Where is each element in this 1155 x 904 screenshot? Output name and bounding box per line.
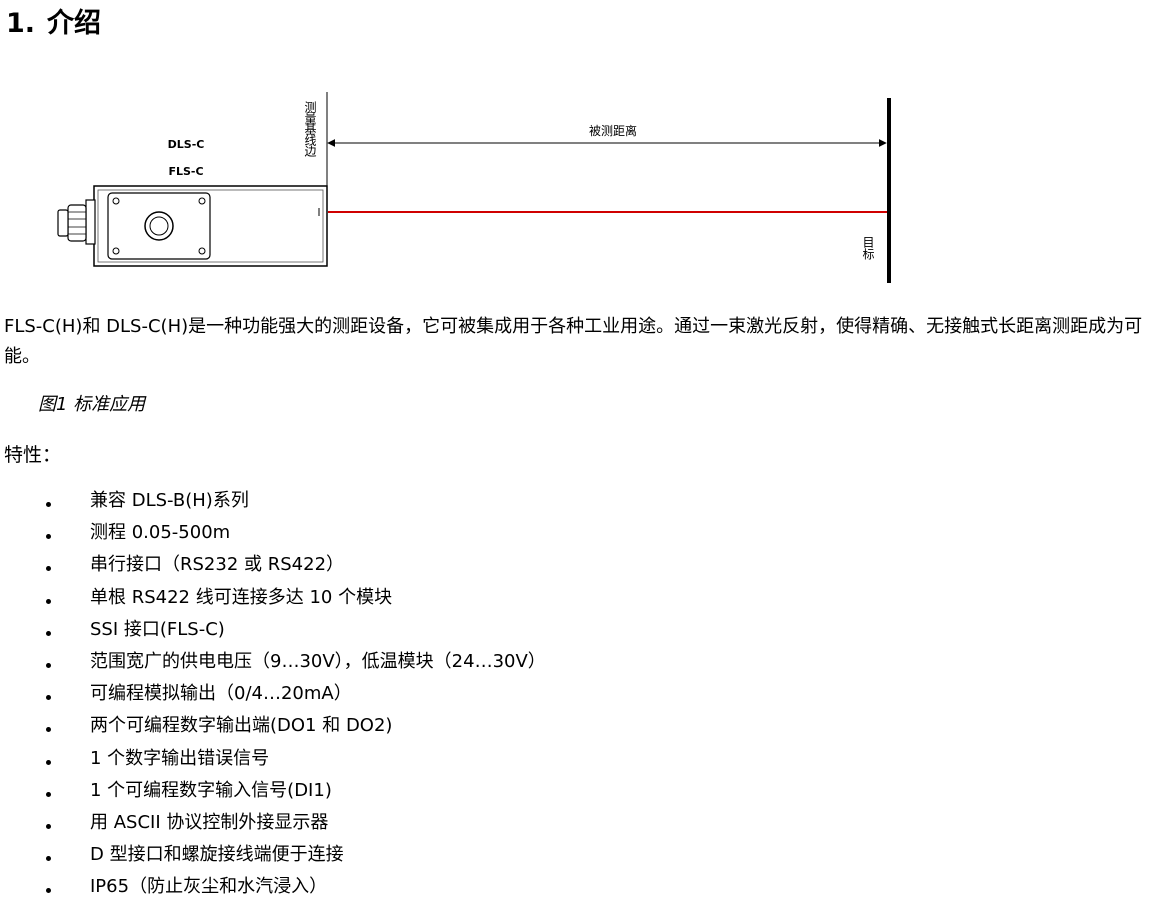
feature-text: D 型接口和螺旋接线端便于连接 — [90, 844, 344, 866]
cable-end — [57, 209, 69, 237]
intro-paragraph: FLS-C(H)和 DLS-C(H)是一种功能强大的测距设备，它可被集成用于各种… — [4, 316, 1143, 367]
feature-text: 用 ASCII 协议控制外接显示器 — [90, 811, 329, 833]
feature-text: 单根 RS422 线可连接多达 10 个模块 — [90, 586, 393, 608]
section-title: 1. 介绍 — [6, 6, 101, 42]
bullet-icon — [46, 759, 51, 765]
list-item: 串行接口（RS232 或 RS422） — [0, 550, 546, 582]
feature-list: 兼容 DLS-B(H)系列 测程 0.05-500m 串行接口（RS232 或 … — [0, 486, 546, 904]
feature-text: 兼容 DLS-B(H)系列 — [90, 490, 249, 511]
list-item: 1 个可编程数字输入信号(DI1) — [0, 776, 546, 808]
feature-text: 1 个可编程数字输入信号(DI1) — [90, 779, 332, 801]
bullet-icon — [46, 534, 51, 540]
connector-flange — [85, 199, 96, 245]
feature-text: 两个可编程数字输出端(DO1 和 DO2) — [90, 715, 393, 737]
list-item: D 型接口和螺旋接线端便于连接 — [0, 840, 546, 872]
cover-screw — [112, 247, 120, 255]
model-label-dls: DLS-C — [168, 138, 205, 151]
distance-label: 被测距离 — [589, 123, 637, 138]
cover-screw — [198, 197, 206, 205]
list-item: 单根 RS422 线可连接多达 10 个模块 — [0, 583, 546, 615]
features-heading: 特性： — [4, 444, 62, 466]
device-housing-inner — [97, 189, 324, 263]
device-button-ring — [144, 211, 174, 241]
list-item: 1 个数字输出错误信号 — [0, 744, 546, 776]
application-diagram: DLS-C FLS-C 测量基线边 被测距离 — [0, 88, 900, 288]
device-button — [149, 216, 169, 236]
cable-gland — [67, 204, 87, 242]
cover-screw — [198, 247, 206, 255]
feature-text: IP65（防止灰尘和水汽浸入） — [90, 876, 328, 898]
figure-caption: 图1 标准应用 — [38, 394, 146, 415]
list-item: 兼容 DLS-B(H)系列 — [0, 486, 546, 518]
list-item: 用 ASCII 协议控制外接显示器 — [0, 808, 546, 840]
bullet-icon — [46, 856, 51, 862]
feature-text: 可编程模拟输出（0/4…20mA） — [90, 683, 352, 705]
bullet-icon — [46, 598, 51, 604]
list-item: 两个可编程数字输出端(DO1 和 DO2) — [0, 711, 546, 743]
sensor-device — [57, 185, 328, 267]
feature-text: 范围宽广的供电电压（9…30V），低温模块（24…30V） — [90, 650, 546, 672]
target-label: 目标 — [861, 236, 875, 260]
bullet-icon — [46, 502, 51, 507]
feature-text: 测程 0.05-500m — [90, 522, 231, 544]
model-label-fls: FLS-C — [168, 165, 203, 178]
list-item: 可编程模拟输出（0/4…20mA） — [0, 679, 546, 711]
bullet-icon — [46, 888, 51, 894]
bullet-icon — [46, 695, 51, 701]
list-item: SSI 接口(FLS-C) — [0, 615, 546, 647]
device-cover-plate — [107, 192, 211, 260]
list-item: 范围宽广的供电电压（9…30V），低温模块（24…30V） — [0, 647, 546, 679]
section-heading: 介绍 — [47, 8, 102, 39]
list-item: IP65（防止灰尘和水汽浸入） — [0, 872, 546, 904]
cover-screw — [112, 197, 120, 205]
feature-text: SSI 接口(FLS-C) — [90, 618, 225, 640]
section-number: 1. — [6, 8, 36, 39]
feature-text: 1 个数字输出错误信号 — [90, 747, 270, 769]
bullet-icon — [46, 727, 51, 733]
bullet-icon — [46, 823, 51, 829]
baseline-label: 测量基线边 — [303, 101, 317, 158]
list-item: 测程 0.05-500m — [0, 518, 546, 550]
diagram-svg: DLS-C FLS-C 测量基线边 被测距离 — [57, 92, 891, 283]
bullet-icon — [46, 662, 51, 668]
bullet-icon — [46, 791, 51, 797]
bullet-icon — [46, 566, 51, 572]
feature-text: 串行接口（RS232 或 RS422） — [90, 554, 345, 576]
bullet-icon — [46, 630, 51, 636]
